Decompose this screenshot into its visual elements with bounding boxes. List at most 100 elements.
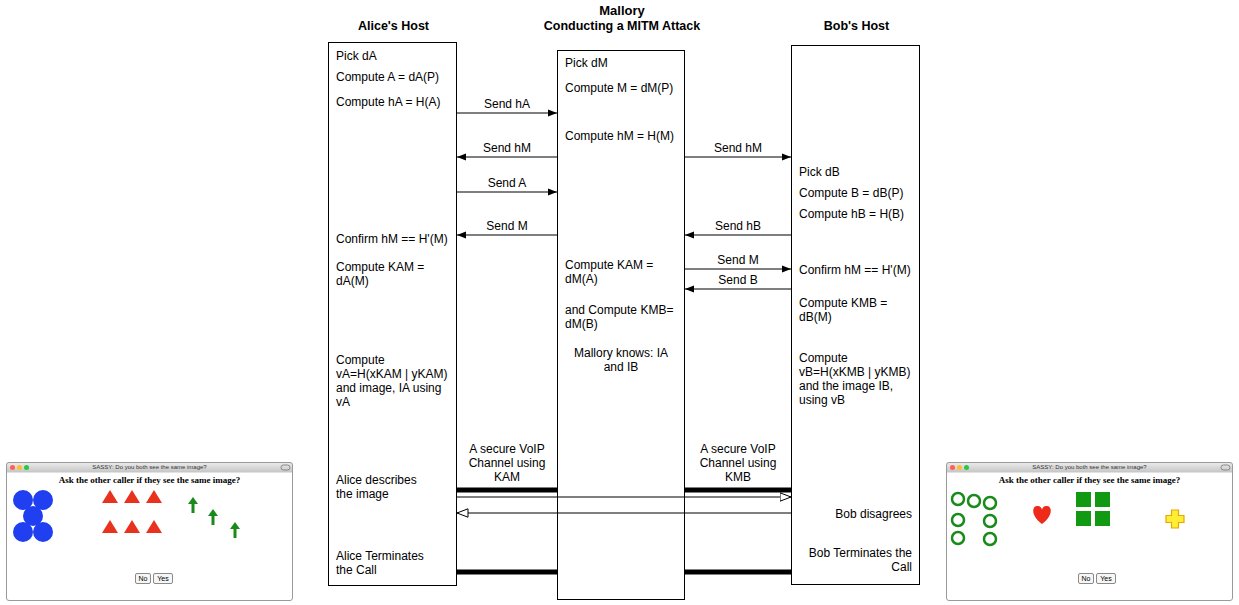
message-arrow xyxy=(457,234,557,235)
host-step-text: Compute KAM = dA(M) xyxy=(336,260,449,288)
host-step-text: Alice Terminates the Call xyxy=(336,549,436,577)
green-arrow xyxy=(208,509,218,525)
host-heading: Conducting a MITM Attack xyxy=(498,19,746,33)
window-ground xyxy=(6,462,293,601)
message-arrow xyxy=(457,112,557,113)
host-step-text: and Compute KMB= dM(B) xyxy=(565,303,677,331)
green-square xyxy=(1076,511,1091,526)
right-window-chrome xyxy=(946,462,1233,601)
window-ground xyxy=(946,462,1233,601)
host-step-text: Compute A = dA(P) xyxy=(336,70,449,84)
host-step-text: Bob disagrees xyxy=(799,507,912,521)
green-arrow xyxy=(230,522,240,538)
red-triangle xyxy=(102,520,118,533)
red-heart xyxy=(1033,506,1051,524)
host-step-text: Compute hM = H(M) xyxy=(565,129,677,143)
button-text: Yes xyxy=(154,574,172,583)
host-step-text: Compute vB=H(xKMB | yKMB) and the image … xyxy=(799,351,912,407)
toolbar-pill xyxy=(281,465,290,470)
green-ring xyxy=(984,533,996,545)
host-step-text: Compute hB = H(B) xyxy=(799,207,912,221)
host-step-text: Compute KAM = dM(A) xyxy=(565,258,677,286)
close-light xyxy=(950,465,955,470)
yellow-cross xyxy=(1166,510,1184,528)
host-box: Bob's HostPick dBCompute B = dB(P)Comput… xyxy=(791,45,920,585)
message-arrow xyxy=(457,496,791,497)
zoom-light xyxy=(24,465,29,470)
message-arrow xyxy=(685,288,791,289)
channel-label: A secure VoIP Channel using KAM xyxy=(459,442,555,484)
minimize-light xyxy=(17,465,22,470)
button-text: Yes xyxy=(1097,574,1115,583)
title-bar xyxy=(7,463,293,473)
blue-circle xyxy=(33,522,53,542)
host-step-text: Pick dA xyxy=(336,49,449,63)
green-arrow xyxy=(188,497,198,513)
host-box: Alice's HostPick dACompute A = dA(P)Comp… xyxy=(328,42,457,586)
title-bar xyxy=(947,463,1233,473)
sas-window: SASSY: Do you both see the same image?As… xyxy=(6,462,293,601)
secure-channel-line xyxy=(685,488,791,493)
host-step-text: Confirm hM == H'(M) xyxy=(799,263,912,277)
window-button: Yes xyxy=(1096,573,1116,584)
host-step-text: Confirm hM == H'(M) xyxy=(336,232,449,246)
message-arrow xyxy=(685,156,791,157)
button-text: No xyxy=(136,574,150,583)
message-arrow xyxy=(685,234,791,235)
secure-channel-line xyxy=(457,570,557,575)
sas-window: SASSY: Do you both see the same image? As… xyxy=(946,462,1233,601)
message-arrow xyxy=(685,268,791,269)
host-step-text: Pick dB xyxy=(799,165,912,179)
red-triangle xyxy=(102,490,118,503)
message-label: Send hA xyxy=(482,97,532,111)
channel-label: A secure VoIP Channel using KMB xyxy=(690,442,786,484)
zoom-light xyxy=(964,465,969,470)
message-label: Send hB xyxy=(713,219,763,233)
red-triangle xyxy=(146,490,162,503)
minimize-light xyxy=(957,465,962,470)
host-heading: Mallory xyxy=(498,4,746,18)
message-arrow xyxy=(457,191,557,192)
left-window-chrome xyxy=(6,462,293,601)
green-ring xyxy=(968,495,980,507)
right-image-solids xyxy=(1033,492,1184,528)
window-prompt: Ask the other caller if they see the sam… xyxy=(7,475,292,486)
green-square xyxy=(1095,511,1110,526)
secure-channel-line xyxy=(457,488,557,493)
message-label: Send hM xyxy=(481,141,533,155)
close-light xyxy=(10,465,15,470)
green-square xyxy=(1095,492,1110,507)
host-step-text: Alice describes the image xyxy=(336,473,436,501)
green-ring xyxy=(984,497,996,509)
red-triangle xyxy=(124,520,140,533)
host-box: MalloryConducting a MITM AttackPick dMCo… xyxy=(557,50,685,600)
green-ring xyxy=(952,532,964,544)
red-triangle xyxy=(146,520,162,533)
message-label: Send A xyxy=(486,176,529,190)
toolbar-pill xyxy=(1221,465,1230,470)
message-label: Send M xyxy=(715,253,760,267)
message-label: Send M xyxy=(484,219,529,233)
host-heading: Bob's Host xyxy=(732,19,981,33)
host-step-text: Compute hA = H(A) xyxy=(336,95,449,109)
window-button: No xyxy=(135,573,151,584)
green-square xyxy=(1076,492,1091,507)
red-triangle xyxy=(124,490,140,503)
green-crescent xyxy=(65,507,75,527)
green-ring xyxy=(952,493,964,505)
window-title: SASSY: Do you both see the same image? xyxy=(947,463,1232,472)
host-step-text: Pick dM xyxy=(565,56,677,70)
right-image-shapes xyxy=(952,493,996,545)
green-ring xyxy=(984,515,996,527)
blue-circle xyxy=(13,522,33,542)
message-arrow xyxy=(457,156,557,157)
window-prompt: Ask the other caller if they see the sam… xyxy=(947,475,1232,486)
host-step-text: Compute vA=H(xKAM | yKAM) and image, IA … xyxy=(336,353,449,409)
host-step-text: Bob Terminates the Call xyxy=(799,546,912,574)
window-button: Yes xyxy=(153,573,173,584)
message-label: Send hM xyxy=(712,141,764,155)
message-label: Send B xyxy=(716,273,759,287)
host-step-text: Compute M = dM(P) xyxy=(565,81,677,95)
secure-channel-line xyxy=(685,570,791,575)
